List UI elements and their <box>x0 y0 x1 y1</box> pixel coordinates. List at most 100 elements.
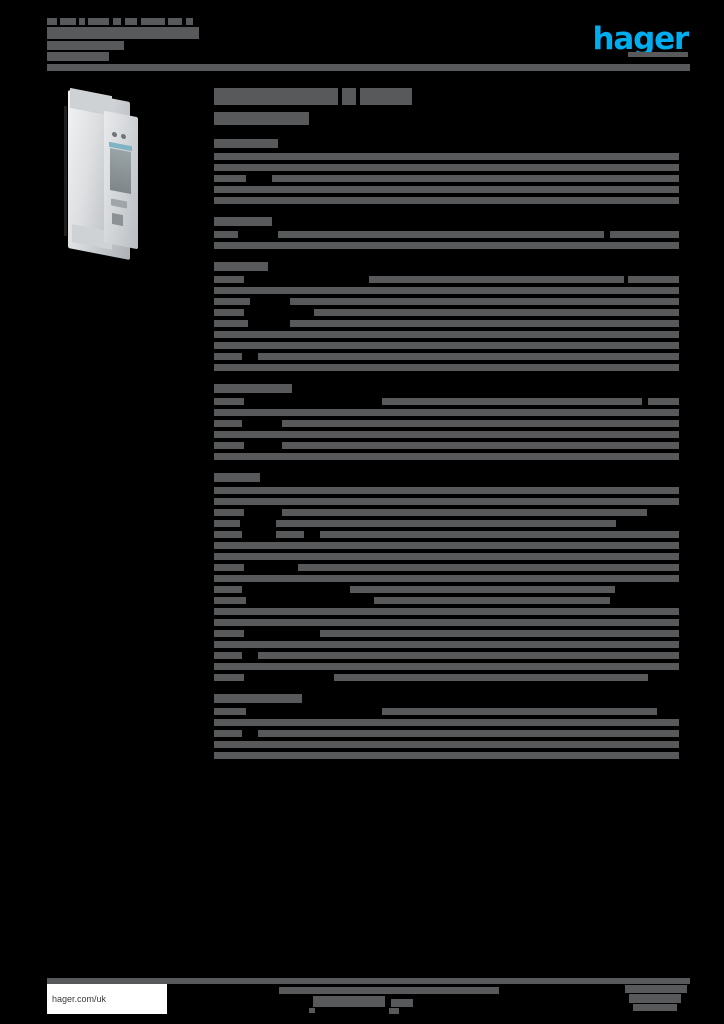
document-title-redacted <box>47 18 347 64</box>
main-content <box>214 88 679 772</box>
spec-group-heading <box>214 384 679 393</box>
redacted-title-fragment <box>47 18 57 25</box>
redacted-title-fragment <box>47 27 199 39</box>
redacted-spec-value <box>214 364 679 371</box>
redacted-spec-value <box>214 197 679 204</box>
specification-table <box>214 139 679 761</box>
redacted-spec-value <box>276 531 304 538</box>
redacted-title-fragment <box>168 18 182 25</box>
spec-row <box>214 351 679 362</box>
spec-row <box>214 440 679 451</box>
product-rail <box>64 106 67 236</box>
redacted-spec-key <box>214 231 238 238</box>
redacted-footer-text <box>389 1008 399 1014</box>
spec-row <box>214 728 679 739</box>
redacted-spec-value <box>282 442 679 449</box>
redacted-spec-value <box>290 298 679 305</box>
redacted-title-fragment <box>186 18 193 25</box>
redacted-spec-key <box>214 730 242 737</box>
product-led-2 <box>121 133 126 140</box>
redacted-spec-value <box>214 331 679 338</box>
spec-row <box>214 485 679 496</box>
redacted-spec-value <box>258 730 679 737</box>
spec-row <box>214 274 679 285</box>
spec-group-heading <box>214 217 679 226</box>
spec-group <box>214 473 679 683</box>
redacted-spec-key <box>214 276 244 283</box>
product-lcd-display <box>110 147 131 195</box>
spec-row <box>214 407 679 418</box>
spec-row <box>214 307 679 318</box>
redacted-spec-value <box>214 741 679 748</box>
redacted-spec-value <box>214 287 679 294</box>
redacted-spec-key <box>214 531 242 538</box>
page-header: hager <box>0 0 724 82</box>
redacted-spec-key <box>214 398 244 405</box>
redacted-spec-value <box>214 242 679 249</box>
spec-row <box>214 706 679 717</box>
spec-row <box>214 628 679 639</box>
spec-row <box>214 606 679 617</box>
spec-row <box>214 617 679 628</box>
footer-url-box: hager.com/uk <box>47 984 167 1014</box>
redacted-spec-value <box>214 186 679 193</box>
redacted-spec-value <box>374 597 610 604</box>
redacted-spec-value <box>214 641 679 648</box>
footer-center-redacted <box>279 987 499 1014</box>
redacted-spec-value <box>214 752 679 759</box>
redacted-title-fragment <box>88 18 109 25</box>
spec-row <box>214 318 679 329</box>
spec-row <box>214 162 679 173</box>
spec-row <box>214 329 679 340</box>
spec-row <box>214 584 679 595</box>
redacted-spec-value <box>320 630 679 637</box>
header-divider <box>47 64 690 71</box>
redacted-spec-value <box>258 353 679 360</box>
redacted-spec-key <box>214 309 244 316</box>
spec-row <box>214 285 679 296</box>
spec-row <box>214 229 679 240</box>
redacted-spec-value <box>282 420 679 427</box>
redacted-heading-fragment <box>360 88 412 105</box>
redacted-spec-key <box>214 509 244 516</box>
spec-row <box>214 650 679 661</box>
spec-group-heading <box>214 139 679 148</box>
spec-row <box>214 573 679 584</box>
redacted-group-label <box>214 139 278 148</box>
spec-row <box>214 639 679 650</box>
spec-row <box>214 562 679 573</box>
spec-row <box>214 750 679 761</box>
redacted-spec-value <box>214 153 679 160</box>
brand-strapline-redacted <box>628 52 688 57</box>
redacted-spec-key <box>214 298 250 305</box>
redacted-spec-key <box>214 175 246 182</box>
redacted-heading-fragment <box>214 88 338 105</box>
redacted-spec-value <box>214 663 679 670</box>
redacted-spec-value <box>214 542 679 549</box>
redacted-footer-page <box>629 994 681 1003</box>
redacted-group-label <box>214 217 272 226</box>
spec-row <box>214 240 679 251</box>
redacted-spec-value <box>214 164 679 171</box>
redacted-spec-value <box>382 708 657 715</box>
spec-row <box>214 296 679 307</box>
footer-divider <box>47 978 690 984</box>
redacted-title-fragment <box>60 18 76 25</box>
spec-group <box>214 262 679 373</box>
product-led-1 <box>112 131 117 138</box>
redacted-spec-value <box>214 619 679 626</box>
redacted-title-fragment <box>113 18 121 25</box>
redacted-strapline <box>628 52 688 57</box>
spec-group <box>214 139 679 206</box>
spec-row <box>214 672 679 683</box>
spec-row <box>214 418 679 429</box>
spec-row <box>214 540 679 551</box>
redacted-spec-value <box>214 553 679 560</box>
spec-group <box>214 217 679 251</box>
redacted-spec-value <box>282 509 647 516</box>
spec-row <box>214 551 679 562</box>
footer-page-number-redacted <box>625 985 687 1011</box>
footer-url-link[interactable]: hager.com/uk <box>52 994 107 1004</box>
redacted-spec-value <box>214 575 679 582</box>
redacted-spec-value <box>278 231 604 238</box>
